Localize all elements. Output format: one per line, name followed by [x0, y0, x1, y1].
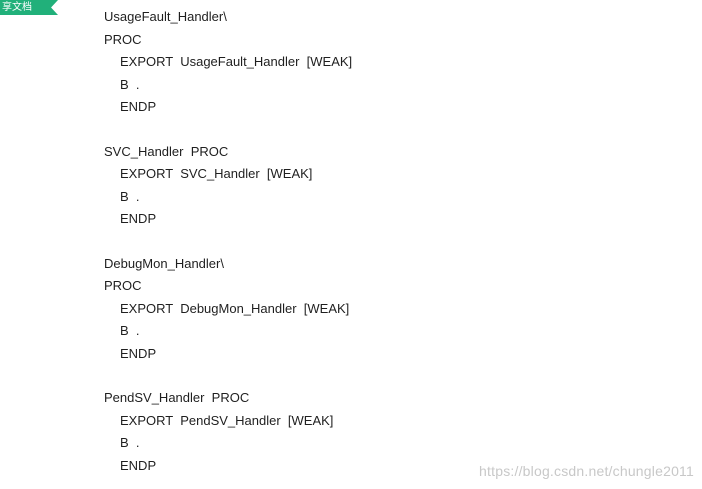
code-line: B .: [120, 76, 140, 92]
code-block-pendsv: PendSV_Handler PROC EXPORT PendSV_Handle…: [104, 387, 664, 477]
code-line: B .: [120, 435, 140, 450]
code-line: ENDP: [120, 345, 157, 361]
shared-doc-ribbon: 享文档: [0, 0, 58, 15]
code-line: EXPORT SVC_Handler [WEAK]: [120, 166, 313, 181]
code-line: ENDP: [120, 457, 157, 473]
code-line: B .: [120, 323, 140, 338]
code-line: SVC_Handler PROC: [104, 143, 229, 159]
code-line: DebugMon_Handler\: [104, 255, 224, 271]
code-line: EXPORT DebugMon_Handler [WEAK]: [120, 300, 350, 316]
code-line: ENDP: [120, 99, 157, 114]
code-line: UsageFault_Handler\: [104, 9, 227, 24]
code-line: EXPORT UsageFault_Handler [WEAK]: [120, 54, 353, 69]
code-line: ENDP: [120, 211, 157, 226]
code-line: PROC: [104, 31, 142, 47]
code-block-svc: SVC_Handler PROC EXPORT SVC_Handler [WEA…: [104, 141, 664, 231]
code-line: B .: [120, 188, 140, 204]
ribbon-label: 享文档: [2, 1, 32, 13]
code-block-debugmon: DebugMon_Handler\ PROC EXPORT DebugMon_H…: [104, 253, 664, 366]
code-line: PendSV_Handler PROC: [104, 390, 250, 405]
code-line: PROC: [104, 278, 142, 293]
code-line: EXPORT PendSV_Handler [WEAK]: [120, 412, 334, 428]
watermark-url: https://blog.csdn.net/chungle2011: [479, 463, 694, 479]
code-block-usagefault: UsageFault_Handler\ PROC EXPORT UsageFau…: [104, 6, 664, 119]
code-listing: UsageFault_Handler\ PROC EXPORT UsageFau…: [104, 6, 664, 477]
